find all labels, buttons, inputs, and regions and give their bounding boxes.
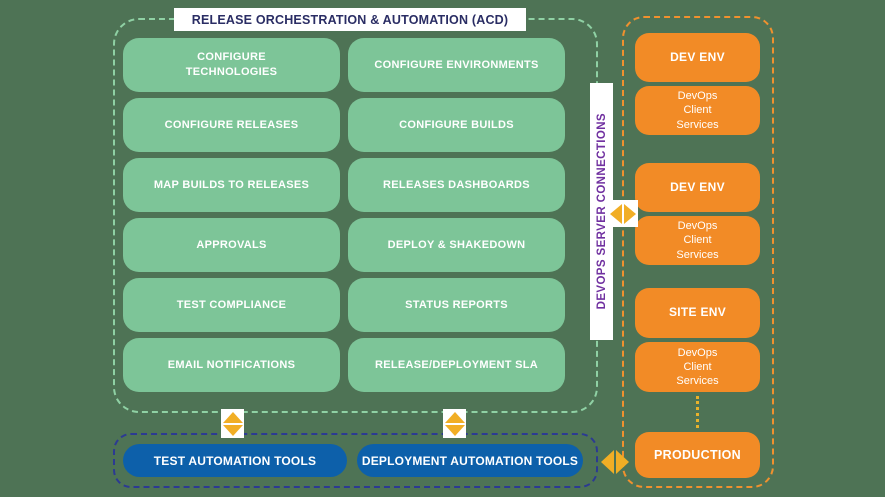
feature-box-status-reports: STATUS REPORTS <box>348 278 565 332</box>
left-right-arrow-icon <box>607 200 638 227</box>
devops-client-services-box-1: DevOps Client Services <box>635 86 760 135</box>
feature-box-releases-dashboards: RELEASES DASHBOARDS <box>348 158 565 212</box>
devops-server-connections-bar: DEVOPS SERVER CONNECTIONS <box>590 83 613 340</box>
up-down-arrow-icon-deployment-tools <box>443 409 466 438</box>
feature-box-configure-technologies: CONFIGURE TECHNOLOGIES <box>123 38 340 92</box>
feature-box-test-compliance: TEST COMPLIANCE <box>123 278 340 332</box>
arrow-down-glyph <box>444 424 465 436</box>
feature-box-configure-environments: CONFIGURE ENVIRONMENTS <box>348 38 565 92</box>
feature-box-configure-releases: CONFIGURE RELEASES <box>123 98 340 152</box>
arrow-left-glyph <box>609 203 622 224</box>
feature-box-email-notifications: EMAIL NOTIFICATIONS <box>123 338 340 392</box>
automation-tools-panel <box>113 433 598 488</box>
arrow-up-glyph <box>222 411 243 423</box>
dotted-connector-to-production <box>696 396 699 428</box>
feature-box-approvals: APPROVALS <box>123 218 340 272</box>
arrow-left-glyph <box>601 450 614 474</box>
feature-grid: CONFIGURE TECHNOLOGIES CONFIGURE ENVIRON… <box>123 38 565 392</box>
up-down-arrow-icon-test-tools <box>221 409 244 438</box>
devops-client-services-box-3: DevOps Client Services <box>635 342 760 392</box>
arrow-right-glyph <box>616 450 629 474</box>
devops-server-connections-label: DEVOPS SERVER CONNECTIONS <box>595 113 608 310</box>
deployment-automation-tools-box: DEPLOYMENT AUTOMATION TOOLS <box>357 444 583 477</box>
arrow-right-glyph <box>623 203 636 224</box>
left-right-arrow-icon-production <box>600 450 630 474</box>
test-automation-tools-box: TEST AUTOMATION TOOLS <box>123 444 347 477</box>
env-box-dev-2: DEV ENV <box>635 163 760 212</box>
devops-client-services-box-2: DevOps Client Services <box>635 216 760 265</box>
environments-panel <box>622 16 774 488</box>
env-box-site: SITE ENV <box>635 288 760 338</box>
feature-box-deploy-shakedown: DEPLOY & SHAKEDOWN <box>348 218 565 272</box>
feature-box-configure-builds: CONFIGURE BUILDS <box>348 98 565 152</box>
arrow-down-glyph <box>222 424 243 436</box>
env-box-dev-1: DEV ENV <box>635 33 760 82</box>
feature-box-map-builds-to-releases: MAP BUILDS TO RELEASES <box>123 158 340 212</box>
panel-title: RELEASE ORCHESTRATION & AUTOMATION (ACD) <box>174 8 526 31</box>
production-box: PRODUCTION <box>635 432 760 478</box>
arrow-up-glyph <box>444 411 465 423</box>
feature-box-release-deployment-sla: RELEASE/DEPLOYMENT SLA <box>348 338 565 392</box>
